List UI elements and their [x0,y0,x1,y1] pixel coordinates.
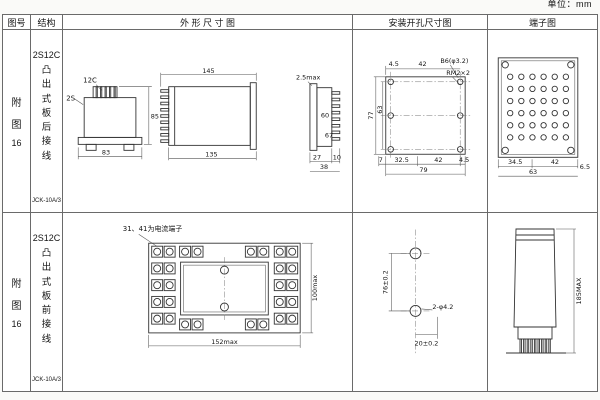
side-view: 145 135 [160,67,257,161]
dim-2-5max: 2.5max [296,74,321,82]
bottom-right-terminals [244,318,270,331]
pin-comb [519,338,551,354]
dim-63-terminal: 63 [529,168,537,176]
front-wiring-view: 31、41为电流端子 152 [123,224,319,348]
dim-34-5: 34.5 [508,158,522,166]
dim-10: 10 [333,153,341,161]
terminal-grid [507,73,570,141]
model-label: 2S12C [32,50,61,60]
dim-60: 60 [321,112,329,120]
dim-6-5: 6.5 [580,163,590,171]
dim-77: 77 [367,111,375,119]
header-terminal-diagram: 端子图 [488,15,597,30]
front-view: 12C 2S 83 85 [66,77,159,160]
pin-comb [331,91,341,141]
dim-79: 79 [419,166,427,174]
dim-7: 7 [379,156,383,164]
hole-spec-label: 2-φ4.2 [432,303,453,311]
terminal-ribs [95,86,116,99]
dim-135: 135 [205,150,217,158]
hole-spec-label: B6(φ3.2) [440,57,468,65]
end-view: 2.5max 60 67 27 10 38 [296,74,341,172]
dim-38: 38 [320,163,328,171]
corner-holes [501,61,575,154]
fig-char-1: 附 [11,98,22,109]
dim-152max: 152max [211,338,238,346]
terminal-comb [160,89,170,143]
structure-label: 凸出式板后接线 [41,65,52,162]
fig-char-2: 图 [11,301,22,312]
dim-85: 85 [151,113,159,121]
label-12c: 12C [83,77,97,85]
fig-no-cell-row2: 附 图 16 [3,213,31,391]
dim-42-top: 42 [418,60,426,68]
terminal-diagram-front: 185MAX [506,228,583,354]
bottom-left-terminals [179,318,204,331]
fig-number: 16 [11,138,22,148]
left-terminal-block [151,245,176,325]
mounting-hole-drawing-rear: 4.5 42 B6(φ3.2) RM2×2 77 63 [367,57,471,177]
dim-83: 83 [102,148,110,156]
mounting-drawing-cell-row2: 76±0.2 2-φ4.2 20±0.2 [353,213,488,391]
header-fig-no: 图号 [3,15,31,30]
panel-cutout-view: 4.5 42 B6(φ3.2) RM2×2 77 63 [367,57,471,177]
header-mounting-holes: 安装开孔尺寸图 [353,15,488,30]
dim-145: 145 [202,67,214,75]
dim-4-5-top: 4.5 [389,60,399,68]
fig-no-cell-row1: 附 图 16 [3,30,31,213]
mounting-hole-drawing-front: 76±0.2 2-φ4.2 20±0.2 [382,229,453,355]
mounting-drawing-cell-row1: 4.5 42 B6(φ3.2) RM2×2 77 63 [353,30,488,213]
dim-32-5: 32.5 [394,156,408,164]
dim-42-bottom: 42 [434,156,442,164]
right-terminal-block [273,245,299,325]
fig-char-1: 附 [11,279,22,290]
terminal-diagram-rear: 34.5 42 63 6.5 [497,57,590,177]
fig-number: 16 [11,319,22,329]
header-structure: 结构 [31,15,63,30]
structure-cell-row1: 2S12C 凸出式板后接线 JCK-10A/3 [31,30,63,213]
relay-side-profile: 185MAX [506,228,583,354]
relay-code-label: JCK-10A/3 [31,377,61,383]
outline-dimension-drawing-rear: 12C 2S 83 85 [66,67,341,172]
structure-cell-row2: 2S12C 凸出式板前接线 JCK-10A/3 [31,213,63,391]
dim-63: 63 [376,105,384,113]
top-left-terminals [179,245,204,258]
dim-67: 67 [325,131,333,139]
terminal-note: 31、41为电流端子 [123,224,183,233]
relay-code-label: JCK-10A/3 [31,198,61,204]
header-outline-dimensions: 外 形 尺 寸 图 [63,15,353,30]
drilling-view: 76±0.2 2-φ4.2 20±0.2 [382,229,453,355]
outline-dimension-drawing-front: 31、41为电流端子 152 [123,224,319,348]
dimension-table: 图号 结构 外 形 尺 寸 图 安装开孔尺寸图 端子图 附 图 16 2S12C… [2,14,598,392]
outline-drawing-cell-row1: 12C 2S 83 85 [63,30,353,213]
screw-spec-label: RM2×2 [446,69,470,77]
dim-4-5-bottom: 4.5 [459,156,469,164]
structure-label: 凸出式板前接线 [41,248,52,345]
model-label: 2S12C [32,233,61,243]
dim-20: 20±0.2 [415,340,439,348]
dim-100max: 100max [311,275,319,302]
dim-27: 27 [313,153,321,161]
fig-char-2: 图 [11,120,22,131]
terminal-board-view: 34.5 42 63 6.5 [497,57,590,177]
dim-185max: 185MAX [575,277,583,304]
dim-42-terminal: 42 [551,158,559,166]
label-2s: 2S [66,95,75,103]
top-right-terminals [244,245,270,258]
mounting-holes [387,78,464,153]
dim-76: 76±0.2 [382,270,390,294]
terminal-drawing-cell-row1: 34.5 42 63 6.5 [488,30,597,213]
outline-drawing-cell-row2: 31、41为电流端子 152 [63,213,353,391]
unit-label: 单位：mm [547,0,592,9]
terminal-drawing-cell-row2: 185MAX [488,213,597,391]
